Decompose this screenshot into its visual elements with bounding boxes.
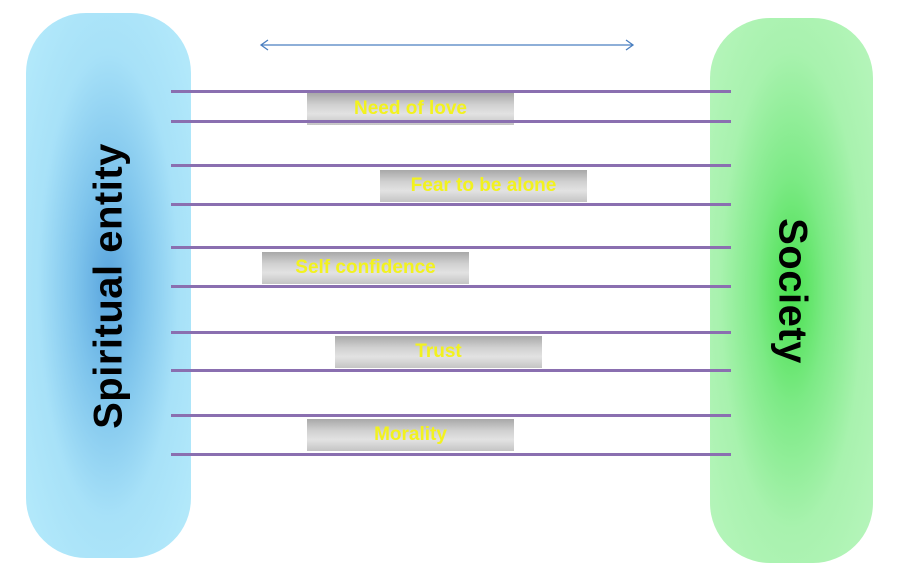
bond-self-confidence: Self confidence — [262, 252, 469, 284]
bond-rail-top — [171, 331, 731, 334]
double-headed-arrow-icon — [259, 39, 635, 51]
bond-fear-to-be-alone: Fear to be alone — [380, 170, 587, 202]
society-label: Society — [770, 217, 814, 364]
bond-need-of-love: Need of love — [307, 93, 514, 125]
bond-label: Need of love — [354, 98, 467, 119]
bond-rail-bottom — [171, 120, 731, 123]
bond-morality: Morality — [307, 419, 514, 451]
bond-label: Fear to be alone — [410, 175, 557, 196]
bond-rail-bottom — [171, 285, 731, 288]
bond-rail-top — [171, 164, 731, 167]
spiritual-entity-label: Spiritual entity — [86, 142, 130, 429]
bond-label: Trust — [415, 341, 462, 362]
bond-label: Self confidence — [295, 257, 436, 278]
society-pillar: Society — [710, 18, 873, 563]
bond-rail-top — [171, 90, 731, 93]
bond-rail-top — [171, 414, 731, 417]
bond-rail-bottom — [171, 453, 731, 456]
bond-rail-top — [171, 246, 731, 249]
bond-rail-bottom — [171, 203, 731, 206]
spiritual-entity-pillar: Spiritual entity — [26, 13, 191, 558]
bond-trust: Trust — [335, 336, 542, 368]
bond-rail-bottom — [171, 369, 731, 372]
bond-label: Morality — [374, 424, 447, 445]
